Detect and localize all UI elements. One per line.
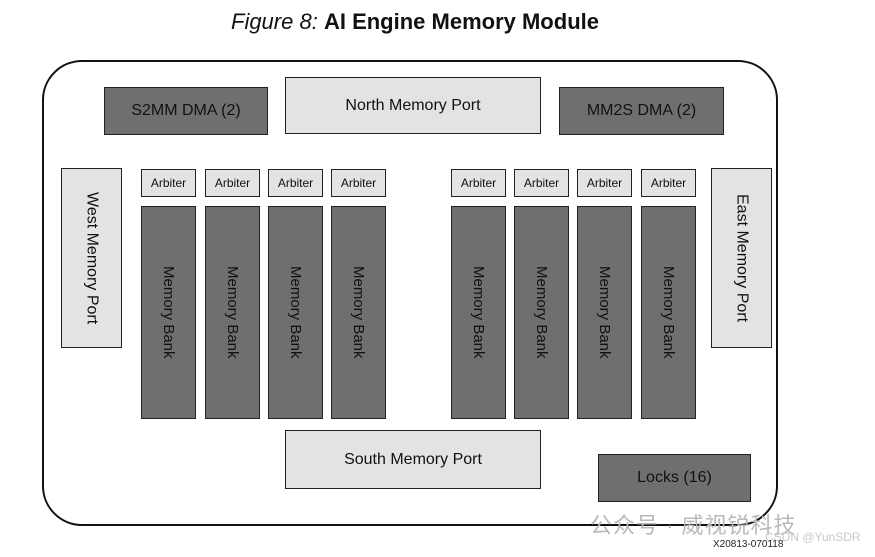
arbiter: Arbiter — [641, 169, 696, 197]
east-memory-port: East Memory Port — [711, 168, 772, 348]
locks-block: Locks (16) — [598, 454, 751, 502]
arbiter: Arbiter — [514, 169, 569, 197]
mm2s-dma-block: MM2S DMA (2) — [559, 87, 724, 135]
north-memory-port: North Memory Port — [285, 77, 541, 134]
memory-bank: Memory Bank — [141, 206, 196, 419]
watermark-csdn: CSDN @YunSDR — [765, 530, 861, 544]
arbiter: Arbiter — [205, 169, 260, 197]
memory-bank: Memory Bank — [331, 206, 386, 419]
south-memory-port: South Memory Port — [285, 430, 541, 489]
s2mm-dma-block: S2MM DMA (2) — [104, 87, 268, 135]
arbiter: Arbiter — [331, 169, 386, 197]
arbiter: Arbiter — [577, 169, 632, 197]
arbiter: Arbiter — [451, 169, 506, 197]
memory-bank: Memory Bank — [641, 206, 696, 419]
watermark: 公众号 · 威视锐科技 — [590, 513, 797, 538]
arbiter: Arbiter — [268, 169, 323, 197]
memory-bank: Memory Bank — [577, 206, 632, 419]
memory-bank: Memory Bank — [268, 206, 323, 419]
west-memory-port: West Memory Port — [61, 168, 122, 348]
figure-title: AI Engine Memory Module — [323, 9, 599, 34]
figure-caption: Figure 8: AI Engine Memory Module — [0, 8, 830, 36]
memory-bank: Memory Bank — [205, 206, 260, 419]
figure-number: Figure 8: — [231, 9, 318, 34]
memory-bank: Memory Bank — [514, 206, 569, 419]
document-id: X20813-070118 — [713, 539, 784, 550]
arbiter: Arbiter — [141, 169, 196, 197]
memory-bank: Memory Bank — [451, 206, 506, 419]
